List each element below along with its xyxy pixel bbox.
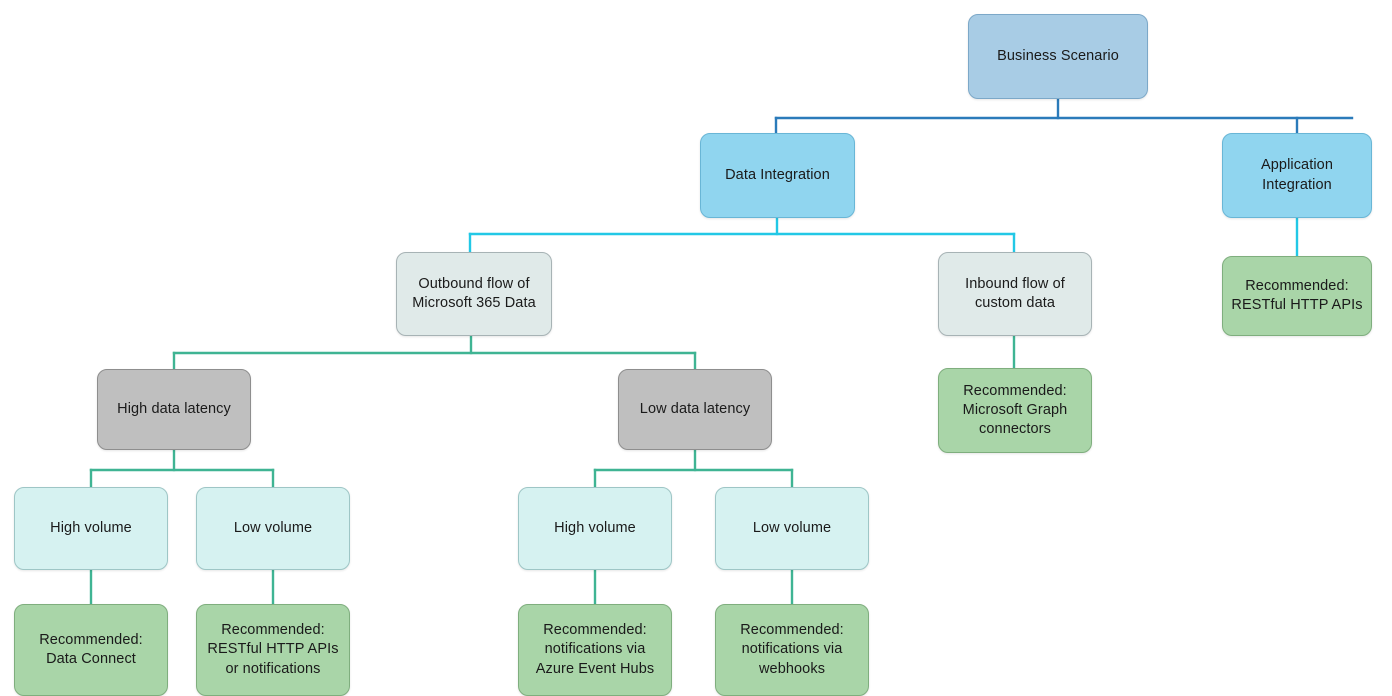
node-recommendation-azure-event-hubs[interactable]: Recommended: notifications via Azure Eve… [518,604,672,696]
node-recommendation-azure-event-hubs-label: Recommended: notifications via Azure Eve… [535,622,655,677]
node-high-data-latency-label: High data latency [117,400,231,417]
node-business-scenario[interactable]: Business Scenario [968,14,1148,99]
node-recommendation-graph-connectors[interactable]: Recommended: Microsoft Graph connectors [938,368,1092,453]
edge-data-integration-split [468,216,1016,254]
node-recommendation-restful-http-apis[interactable]: Recommended: RESTful HTTP APIs [1222,256,1372,336]
node-low-data-latency-label: Low data latency [639,400,751,417]
node-low-volume-under-low-latency-label: Low volume [752,519,832,536]
node-recommendation-webhooks-label: Recommended: notifications via webhooks [740,622,844,677]
node-high-volume-under-low-latency-label: High volume [554,519,636,536]
node-application-integration-label: Application Integration [1260,157,1334,193]
node-recommendation-webhooks[interactable]: Recommended: notifications via webhooks [715,604,869,696]
node-application-integration[interactable]: Application Integration [1222,133,1372,218]
edge-low-data-latency-split [593,448,794,489]
node-inbound-flow[interactable]: Inbound flow of custom data [938,252,1092,336]
edge-volume-to-recommendation [89,568,794,606]
node-inbound-flow-label: Inbound flow of custom data [965,275,1065,311]
node-data-integration-label: Data Integration [725,166,830,183]
node-low-data-latency[interactable]: Low data latency [618,369,772,450]
node-low-volume-under-high-latency[interactable]: Low volume [196,487,350,570]
node-recommendation-graph-connectors-label: Recommended: Microsoft Graph connectors [962,382,1068,438]
node-high-volume-under-low-latency[interactable]: High volume [518,487,672,570]
edge-business-scenario-split [774,97,1354,135]
edge-high-data-latency-split [89,448,275,489]
node-recommendation-restful-or-notifications-label: Recommended: RESTful HTTP APIs or notifi… [207,622,339,677]
node-recommendation-data-connect[interactable]: Recommended: Data Connect [14,604,168,696]
node-high-volume-under-high-latency-label: High volume [50,519,132,536]
node-low-volume-under-high-latency-label: Low volume [233,519,313,536]
node-data-integration[interactable]: Data Integration [700,133,855,218]
node-high-data-latency[interactable]: High data latency [97,369,251,450]
node-recommendation-restful-http-apis-label: Recommended: RESTful HTTP APIs [1231,277,1363,313]
node-high-volume-under-high-latency[interactable]: High volume [14,487,168,570]
node-outbound-flow-label: Outbound flow of Microsoft 365 Data [412,275,536,311]
node-recommendation-data-connect-label: Recommended: Data Connect [39,631,143,667]
node-outbound-flow[interactable]: Outbound flow of Microsoft 365 Data [396,252,552,336]
node-low-volume-under-low-latency[interactable]: Low volume [715,487,869,570]
edge-outbound-flow-split [172,334,697,371]
node-business-scenario-label: Business Scenario [997,47,1119,64]
node-recommendation-restful-or-notifications[interactable]: Recommended: RESTful HTTP APIs or notifi… [196,604,350,696]
